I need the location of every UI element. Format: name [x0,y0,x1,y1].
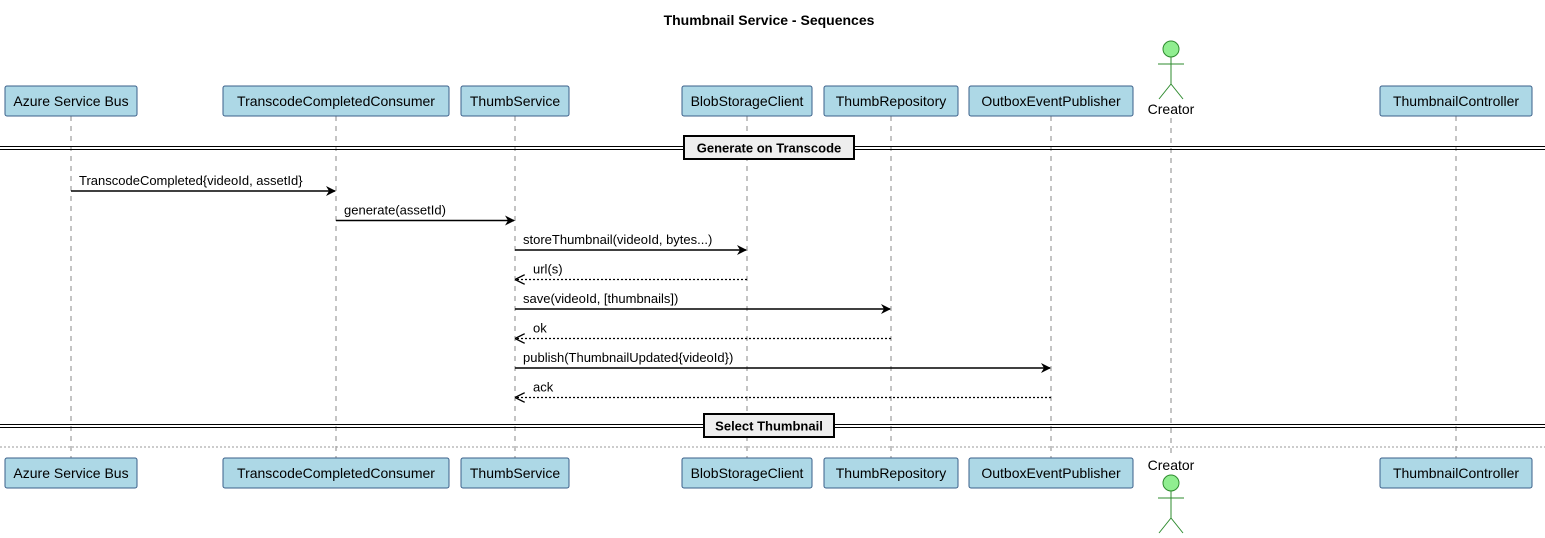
participants-top: Azure Service Bus TranscodeCompletedConsu… [4,40,1533,117]
message-repo-to-svc: ok [516,321,891,339]
participant-ctrl-top: ThumbnailController [1379,85,1533,117]
message-label: ack [533,380,554,395]
participant-label: BlobStorageClient [691,93,804,109]
participant-label: OutboxEventPublisher [981,93,1121,109]
actor-creator-top: Creator [1148,40,1195,117]
message-label: storeThumbnail(videoId, bytes...) [523,232,712,247]
participant-consumer-top: TranscodeCompletedConsumer [222,85,450,117]
message-label: ok [533,321,547,336]
participant-bus-top: Azure Service Bus [4,85,138,117]
participant-repo-bottom: ThumbRepository [823,457,959,489]
actor-icon [1158,40,1184,100]
message-svc-to-blob: storeThumbnail(videoId, bytes...) [515,232,747,255]
participant-repo-top: ThumbRepository [823,85,959,117]
message-consumer-to-svc: generate(assetId) [336,203,515,226]
actor-label: Creator [1148,457,1195,473]
message-label: save(videoId, [thumbnails]) [523,291,678,306]
participant-label: TranscodeCompletedConsumer [237,93,435,109]
participant-label: ThumbService [470,465,560,481]
diagram-title: Thumbnail Service - Sequences [664,12,875,28]
message-label: publish(ThumbnailUpdated{videoId}) [523,350,733,365]
message-bus-to-consumer: TranscodeCompleted{videoId, assetId} [71,173,336,196]
participant-label: ThumbService [470,93,560,109]
participant-svc-top: ThumbService [460,85,570,117]
message-outbox-to-svc: ack [516,380,1051,398]
participant-label: ThumbRepository [836,93,947,109]
participant-svc-bottom: ThumbService [460,457,570,489]
participant-outbox-top: OutboxEventPublisher [968,85,1134,117]
participant-ctrl-bottom: ThumbnailController [1379,457,1533,489]
message-label: TranscodeCompleted{videoId, assetId} [79,173,303,188]
message-blob-to-svc: url(s) [516,262,747,280]
participant-bus-bottom: Azure Service Bus [4,457,138,489]
actor-creator-bottom: Creator [1148,457,1195,534]
actor-icon [1158,474,1184,534]
participant-consumer-bottom: TranscodeCompletedConsumer [222,457,450,489]
divider-label: Select Thumbnail [715,419,823,434]
participant-blob-top: BlobStorageClient [681,85,813,117]
divider-label: Generate on Transcode [697,141,842,156]
participants-bottom: Azure Service Bus TranscodeCompletedConsu… [4,457,1533,534]
participant-label: Azure Service Bus [13,93,128,109]
participant-label: ThumbnailController [1393,465,1519,481]
participant-label: OutboxEventPublisher [981,465,1121,481]
participant-blob-bottom: BlobStorageClient [681,457,813,489]
divider-select-thumbnail: Select Thumbnail [0,413,1545,438]
message-label: url(s) [533,262,563,277]
message-label: generate(assetId) [344,203,446,218]
participant-label: ThumbRepository [836,465,947,481]
message-svc-to-outbox: publish(ThumbnailUpdated{videoId}) [515,350,1051,373]
messages: TranscodeCompleted{videoId, assetId} gene… [71,173,1051,398]
actor-label: Creator [1148,101,1195,117]
participant-label: Azure Service Bus [13,465,128,481]
participant-outbox-bottom: OutboxEventPublisher [968,457,1134,489]
participant-label: ThumbnailController [1393,93,1519,109]
participant-label: BlobStorageClient [691,465,804,481]
divider-generate-on-transcode: Generate on Transcode [0,135,1545,160]
participant-label: TranscodeCompletedConsumer [237,465,435,481]
lifelines [70,116,1457,458]
message-svc-to-repo: save(videoId, [thumbnails]) [515,291,891,314]
